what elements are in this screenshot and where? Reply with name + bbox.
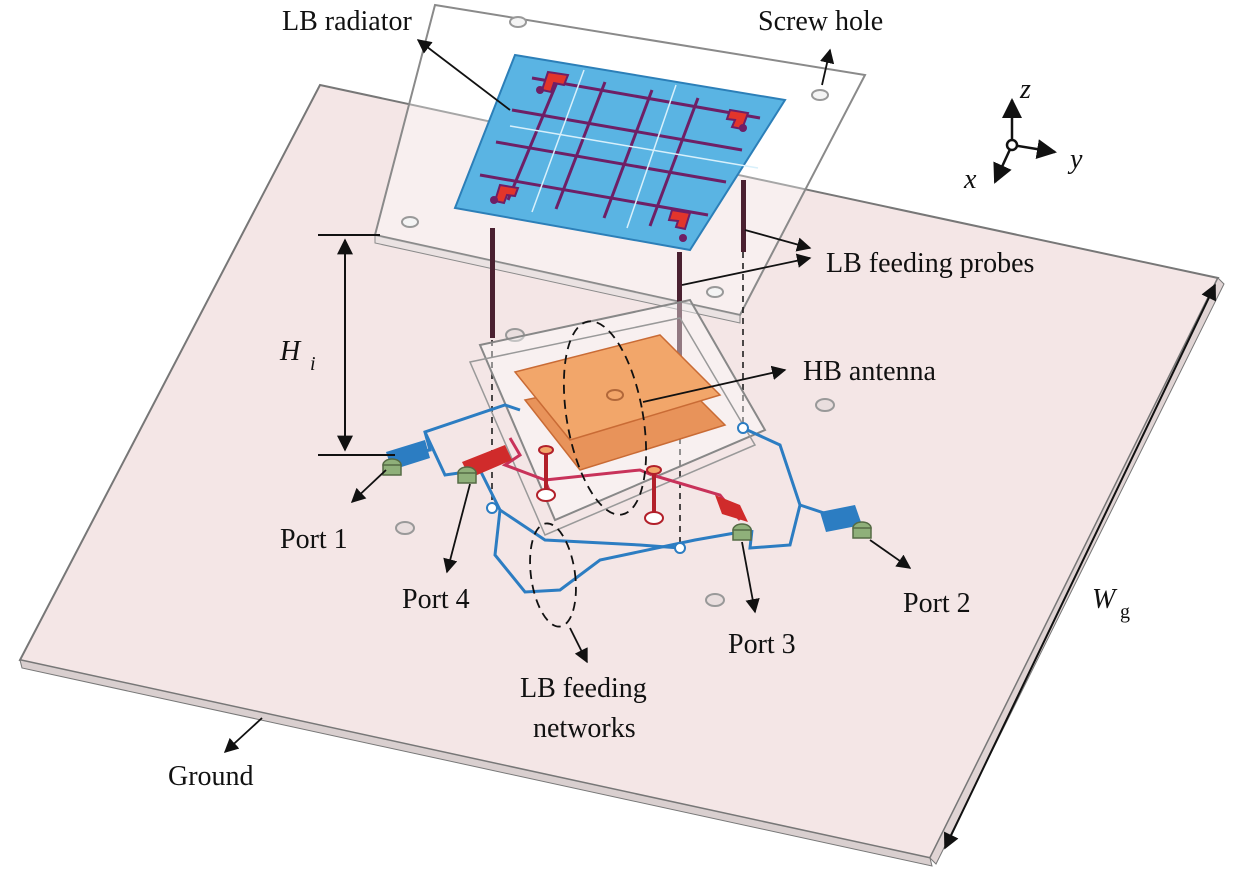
width-subscript: g (1120, 601, 1130, 623)
label-port1: Port 1 (280, 524, 348, 555)
lb-feeding-probes (490, 180, 746, 545)
annotation-ellipses (529, 320, 648, 628)
label-port2: Port 2 (903, 588, 971, 619)
screw-hole-icon (706, 286, 724, 298)
width-symbol: W (1092, 584, 1118, 615)
coordinate-axes (993, 98, 1057, 184)
label-port4: Port 4 (402, 584, 470, 615)
label-screw-hole: Screw hole (758, 6, 883, 37)
height-dimension (318, 234, 395, 456)
label-lb-feeding-networks-line2: networks (533, 713, 636, 744)
lb-radiator (453, 53, 787, 252)
x-axis-label: x (963, 164, 977, 195)
y-axis-label: y (1067, 144, 1083, 175)
label-lb-radiator: LB radiator (282, 6, 413, 37)
leader-arrows (223, 39, 912, 753)
screw-hole-icon (811, 89, 829, 101)
port-connectors (382, 440, 872, 541)
label-hb-antenna: HB antenna (803, 356, 937, 387)
label-port3: Port 3 (728, 629, 796, 660)
screw-hole-icon (401, 216, 419, 228)
label-lb-feeding-networks-line1: LB feeding (520, 673, 647, 704)
screw-hole-icon (509, 16, 527, 28)
height-symbol: H (279, 336, 302, 367)
lb-feed-vias (486, 422, 749, 554)
label-lb-feeding-probes: LB feeding probes (826, 248, 1034, 279)
height-subscript: i (310, 353, 316, 375)
label-ground: Ground (168, 761, 254, 792)
width-dimension (944, 283, 1216, 850)
z-axis-label: z (1019, 74, 1031, 105)
